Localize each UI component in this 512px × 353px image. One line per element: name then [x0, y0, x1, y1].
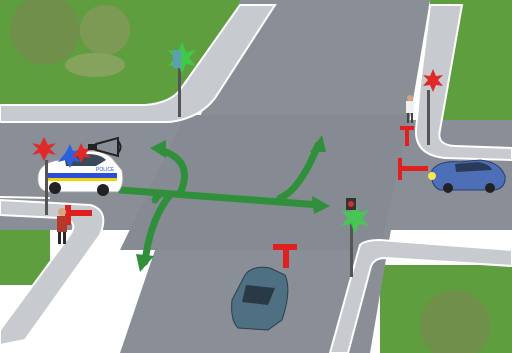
traffic-light-icon — [173, 50, 181, 68]
police-car-wheel-front — [97, 184, 109, 196]
blue-car-wheel-front — [443, 183, 453, 193]
police-car-stripe — [45, 173, 117, 178]
blue-car-light — [428, 172, 436, 180]
police-car-label: POLICE — [96, 167, 115, 173]
police-car-accent — [45, 178, 117, 181]
blue-car-wheel-rear — [485, 183, 495, 193]
police-car-wheel-rear — [49, 182, 61, 194]
tree-top-left-2 — [80, 5, 130, 55]
edge-line-left — [0, 197, 50, 198]
road-markings — [0, 197, 50, 198]
blue-car — [428, 160, 505, 193]
pedestrian-left — [57, 208, 67, 244]
bush-top-left — [65, 53, 125, 77]
traffic-light-red-lamp — [348, 201, 354, 207]
